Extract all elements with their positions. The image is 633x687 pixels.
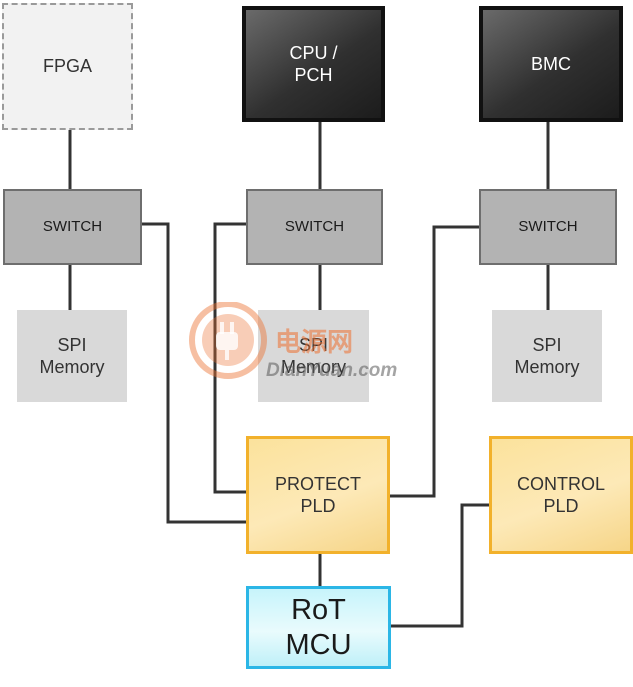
- spi-memory-fpga: SPI Memory: [17, 310, 127, 402]
- wire-switch2-protect: [213, 222, 246, 494]
- protect-pld-block: PROTECT PLD: [246, 436, 390, 554]
- fpga-block: FPGA: [2, 3, 133, 130]
- wire-rot-control: [391, 503, 489, 628]
- switch-bmc: SWITCH: [479, 189, 617, 265]
- bmc-block: BMC: [479, 6, 623, 122]
- watermark-url: DianYuan.com: [266, 360, 398, 381]
- switch-cpu: SWITCH: [246, 189, 383, 265]
- spi-memory-bmc: SPI Memory: [492, 310, 602, 402]
- rot-mcu-block: RoT MCU: [246, 586, 391, 669]
- switch-fpga: SWITCH: [3, 189, 142, 265]
- wire-switch3-protect: [390, 225, 479, 498]
- spi-memory-cpu: SPI Memory: [258, 310, 369, 402]
- watermark-title: 电源网: [275, 328, 354, 358]
- cpu-pch-block: CPU / PCH: [242, 6, 385, 122]
- control-pld-block: CONTROL PLD: [489, 436, 633, 554]
- wire-switch1-protect: [142, 222, 246, 524]
